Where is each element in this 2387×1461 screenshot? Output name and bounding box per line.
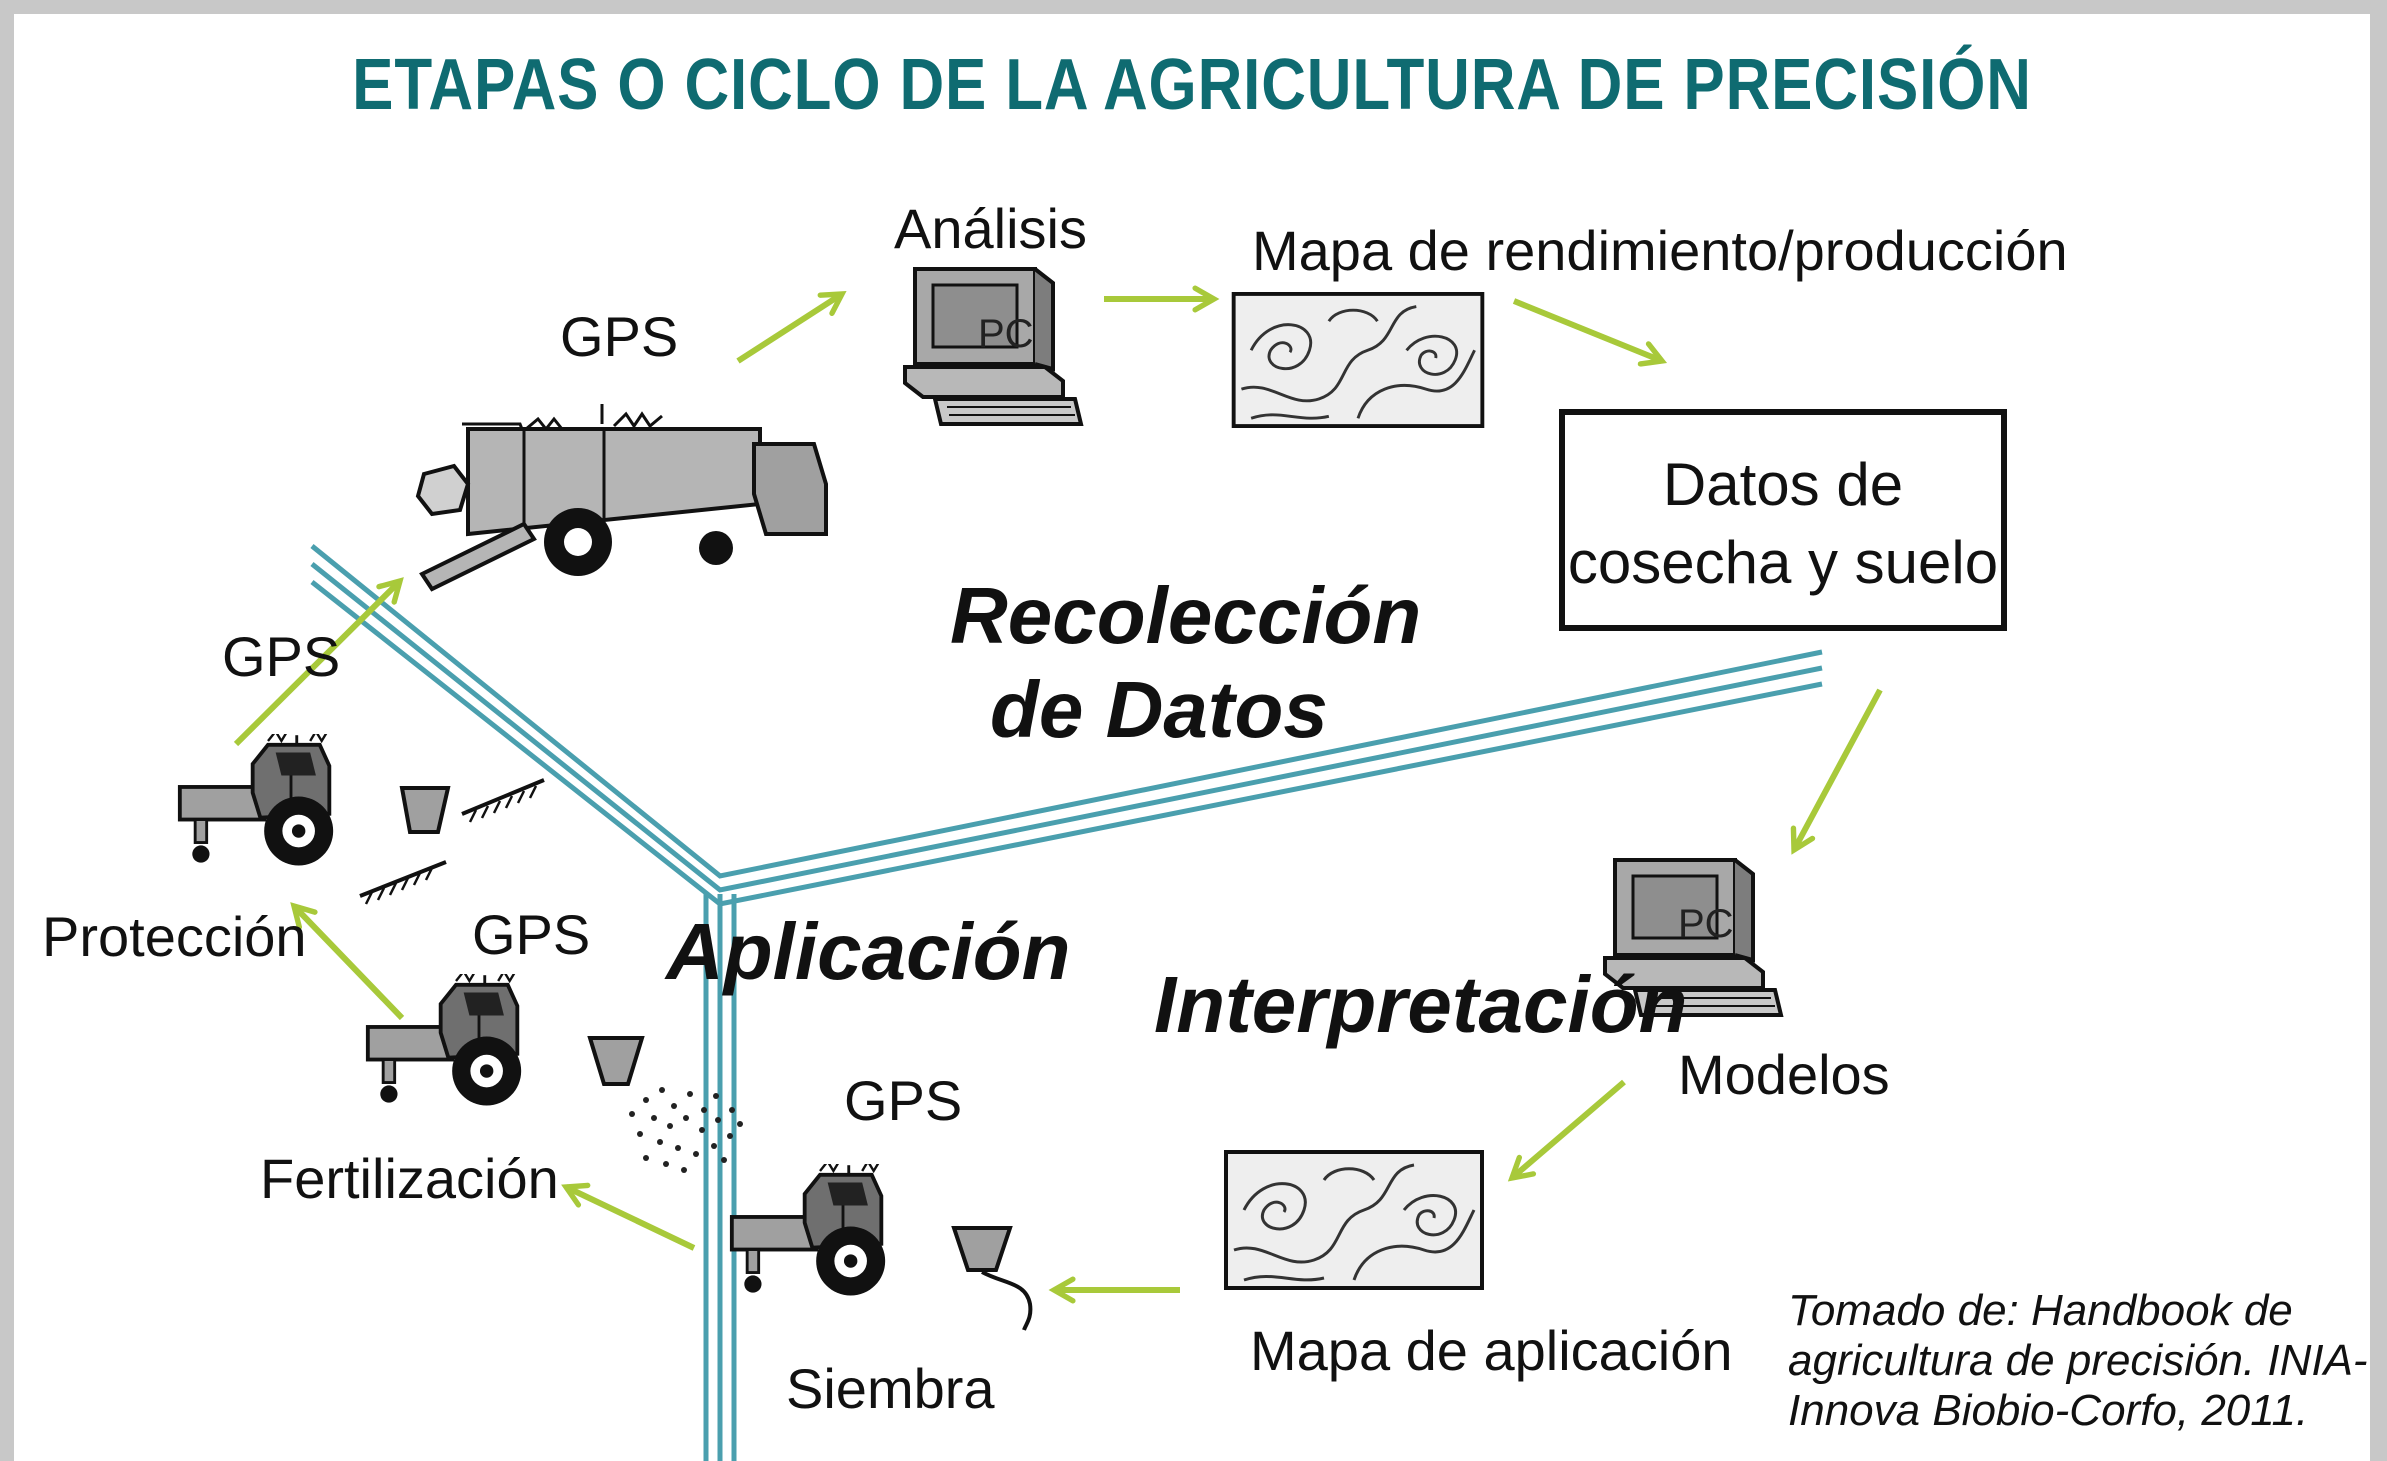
- analisis-pc-screen-label: PC: [978, 312, 1034, 356]
- stage-recoleccion-line1: Recolección: [950, 571, 1422, 660]
- application-map-icon: [1224, 1150, 1484, 1290]
- gps-label-siembra: GPS: [844, 1069, 963, 1132]
- gps-label-fertilizacion: GPS: [472, 903, 591, 966]
- combine-harvester-icon: [415, 404, 828, 592]
- arrow-proteccion-to-combine: [233, 577, 404, 747]
- fertilizacion-implement-icon: [587, 1036, 743, 1173]
- gps-label-proteccion: GPS: [222, 625, 341, 688]
- datos-cosecha-box: [1559, 409, 2007, 631]
- datos-cosecha-line2: cosecha y suelo: [1567, 529, 1999, 596]
- flow-arrows: [233, 285, 1883, 1304]
- label-mapa-aplicacion: Mapa de aplicación: [1250, 1319, 1733, 1382]
- fertilizacion-tractor-icon: [365, 974, 524, 1108]
- label-proteccion: Protección: [42, 905, 307, 968]
- stage-interpretacion: Interpretación: [1154, 960, 1688, 1049]
- proteccion-implement-icon: [359, 778, 545, 905]
- gps-label-combine: GPS: [560, 305, 679, 368]
- label-fertilizacion: Fertilización: [260, 1147, 559, 1210]
- road-lines: [310, 544, 1823, 1461]
- datos-cosecha-line1: Datos de: [1662, 451, 1904, 518]
- label-modelos: Modelos: [1678, 1043, 1890, 1106]
- source-credit-line3: Innova Biobio-Corfo, 2011.: [1788, 1386, 2309, 1435]
- source-credit: Tomado de: Handbook de agricultura de pr…: [1788, 1286, 2368, 1436]
- datos-cosecha-text: Datos de cosecha y suelo: [1566, 446, 2000, 602]
- arrow-datos-to-modelos: [1790, 688, 1883, 855]
- stage-aplicacion: Aplicación: [666, 907, 1071, 996]
- modelos-pc-screen-label: PC: [1678, 902, 1734, 946]
- siembra-implement-icon: [951, 1226, 1033, 1331]
- diagram-title: ETAPAS O CICLO DE LA AGRICULTURA DE PREC…: [352, 45, 2032, 125]
- stage-recoleccion-line2: de Datos: [990, 665, 1328, 754]
- diagram-canvas: ETAPAS O CICLO DE LA AGRICULTURA DE PREC…: [14, 14, 2370, 1461]
- label-siembra: Siembra: [786, 1357, 995, 1420]
- label-analisis: Análisis: [894, 197, 1087, 260]
- arrow-mapa-to-datos: [1512, 298, 1668, 367]
- arrow-fertilizacion-to-proteccion: [290, 902, 405, 1021]
- arrow-combine-to-analisis: [736, 291, 847, 364]
- arrow-modelos-to-mapa-aplicacion: [1507, 1079, 1626, 1182]
- proteccion-tractor-icon: [177, 734, 336, 868]
- diagram-graphics: [177, 14, 2007, 1461]
- label-mapa-rendimiento: Mapa de rendimiento/producción: [1252, 219, 2068, 282]
- source-credit-line1: Tomado de: Handbook de: [1788, 1286, 2293, 1335]
- siembra-tractor-icon: [729, 1164, 888, 1298]
- yield-map-icon: [1231, 292, 1485, 428]
- arrow-siembra-to-fertilizacion: [561, 1182, 696, 1251]
- source-credit-line2: agricultura de precisión. INIA-: [1788, 1336, 2368, 1385]
